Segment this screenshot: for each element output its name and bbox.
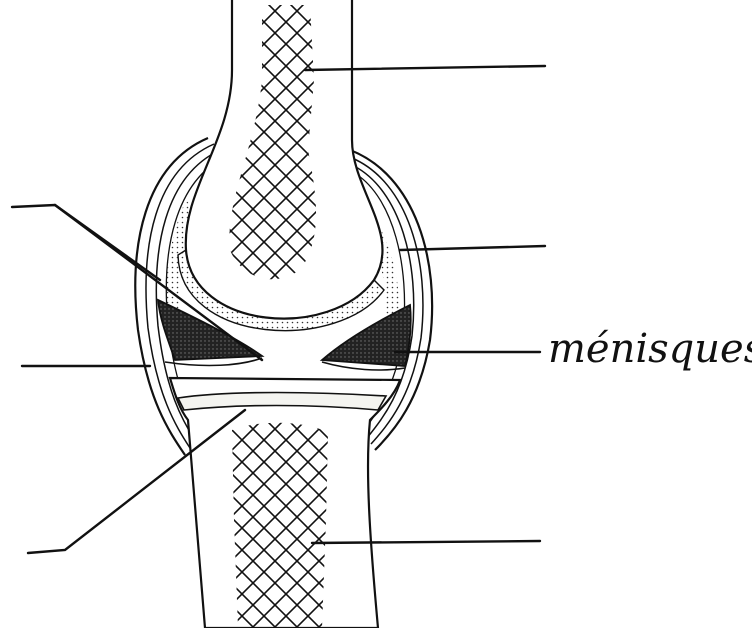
tibia bbox=[170, 378, 400, 628]
leader-capsule bbox=[400, 246, 545, 250]
label-menisci: ménisques bbox=[548, 326, 752, 372]
tibia-marrow bbox=[232, 423, 328, 628]
femur bbox=[178, 0, 384, 331]
